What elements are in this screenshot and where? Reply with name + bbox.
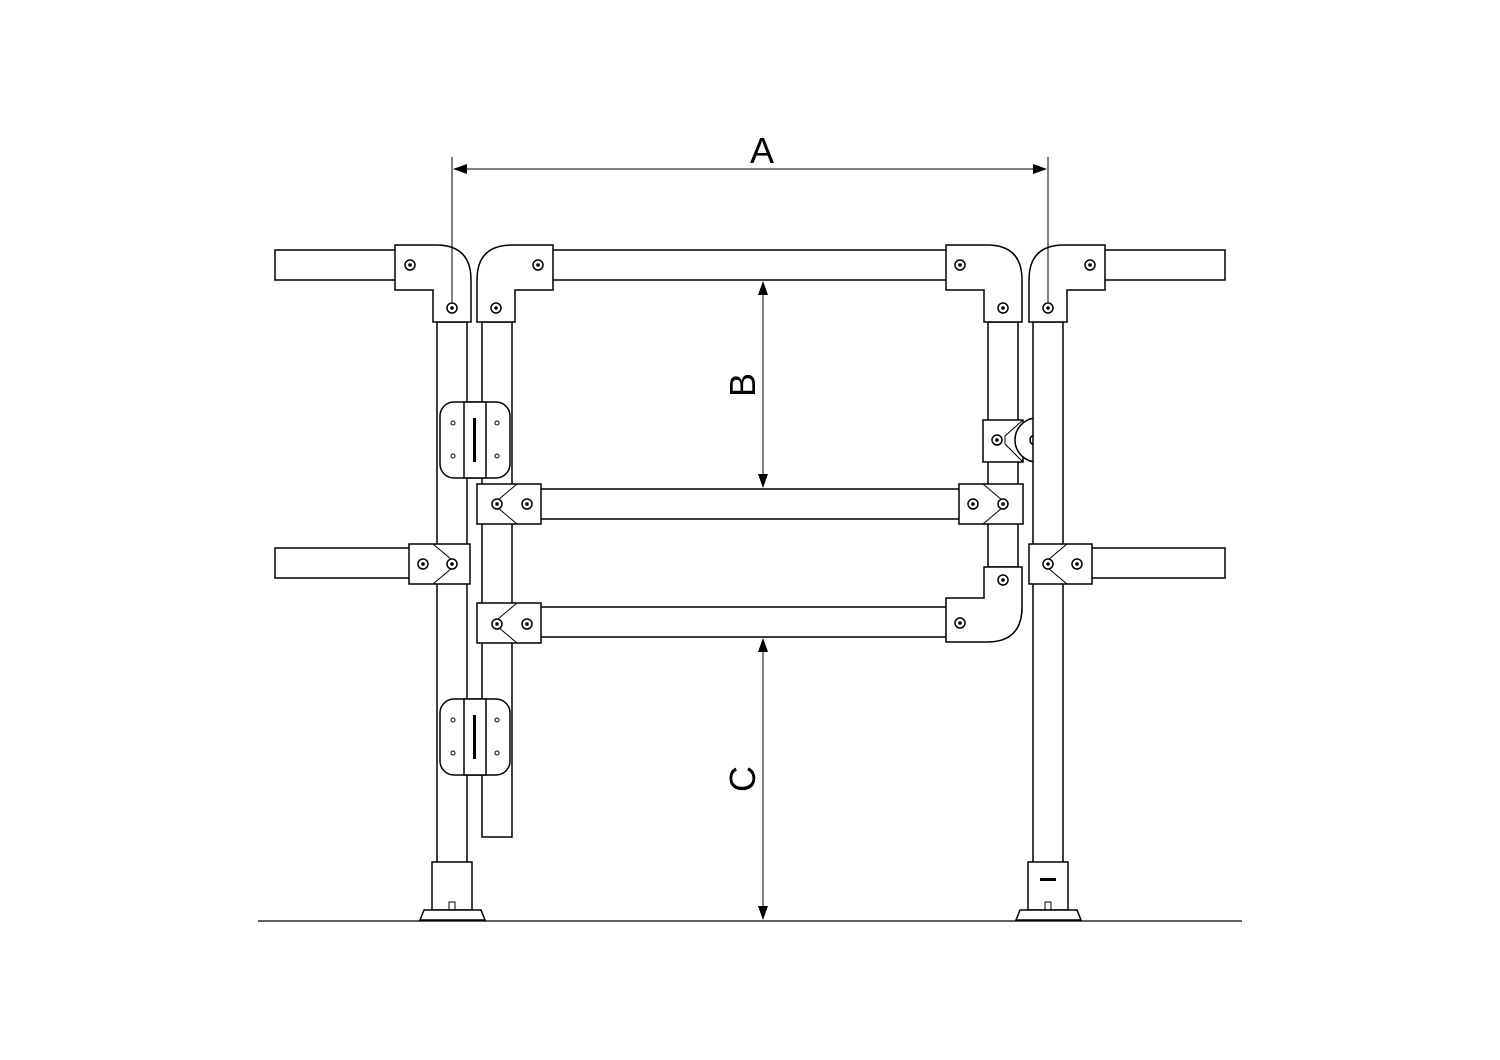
right-post: [1032, 321, 1064, 865]
dimension-c-label: C: [722, 766, 763, 792]
dimension-b-label: B: [722, 373, 763, 397]
right-foot: [1027, 861, 1069, 911]
dimension-b: B: [722, 281, 768, 488]
gate-mid-rail: [539, 488, 961, 520]
gate-bottom-rail: [539, 606, 949, 638]
lower-hinge: [439, 698, 511, 776]
dimension-c: C: [722, 638, 768, 920]
gate: [439, 244, 1060, 838]
left-top-elbow: [394, 244, 472, 323]
gate-bottom-right-elbow: [945, 566, 1023, 643]
left-railing: [274, 244, 487, 921]
right-railing: [1014, 244, 1226, 921]
dimension-a-label: A: [750, 130, 774, 171]
gate-top-right-elbow: [945, 244, 1023, 323]
left-mid-rail: [274, 547, 413, 579]
right-top-elbow: [1028, 244, 1106, 323]
dimension-a: A: [451, 130, 1049, 302]
upper-hinge: [439, 401, 511, 479]
left-top-rail: [274, 249, 398, 281]
left-foot: [431, 861, 473, 911]
gate-top-rail: [551, 249, 949, 281]
right-top-rail: [1102, 249, 1226, 281]
gate-top-left-elbow: [476, 244, 554, 323]
right-mid-rail: [1087, 547, 1226, 579]
